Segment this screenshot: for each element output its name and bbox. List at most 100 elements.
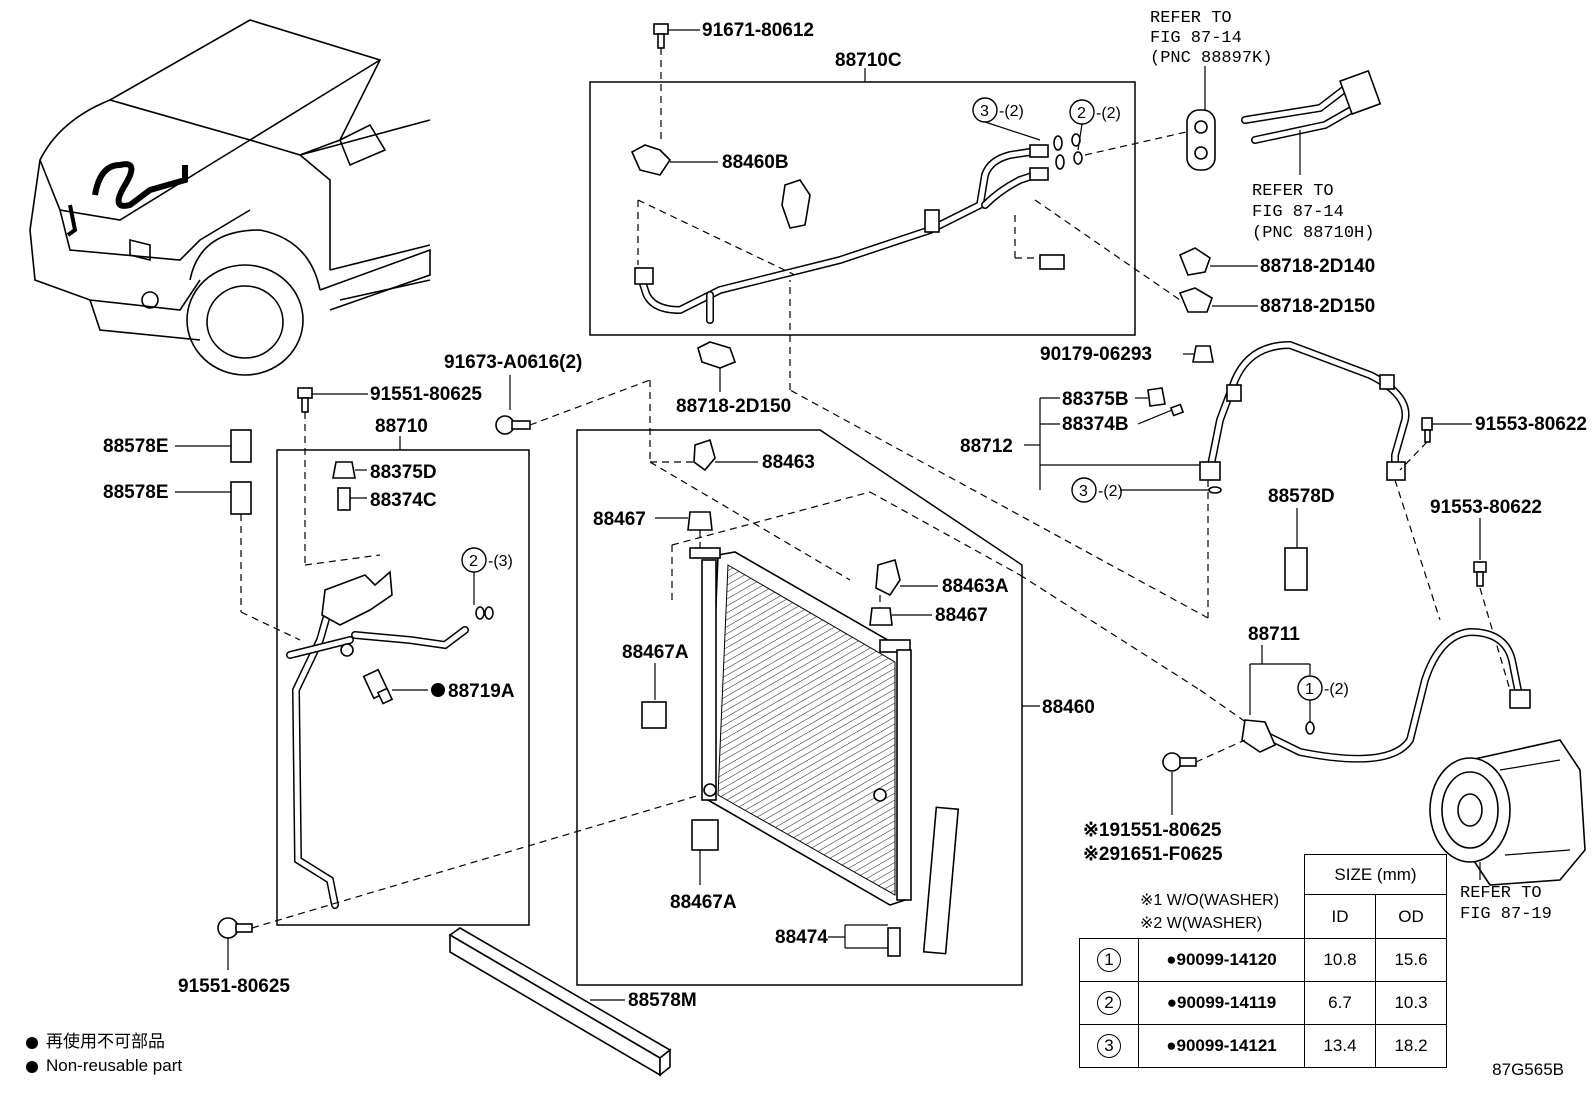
washer-note-2: ※2 W(WASHER)	[1140, 915, 1262, 932]
note-91651-F0625: ※291651-F0625	[1083, 844, 1223, 865]
nut-90179	[1192, 345, 1214, 363]
bracket-88460B	[630, 144, 672, 176]
legend: 再使用不可部品 Non-reusable part	[26, 1030, 182, 1078]
hose-88711	[1251, 627, 1524, 763]
bolt-91551-88711	[1162, 752, 1197, 772]
hose-88710C	[636, 148, 1034, 315]
block-88897K	[1186, 109, 1216, 171]
label-88375B: 88375B	[1062, 389, 1129, 410]
refer-88710H-line3: (PNC 88710H)	[1252, 224, 1374, 243]
label-88718-2D140: 88718-2D140	[1260, 256, 1375, 277]
bolt-91673	[495, 415, 531, 435]
svg-text:2: 2	[1077, 105, 1086, 122]
grommet-88467-mid	[869, 607, 893, 626]
cap-88375B	[1147, 387, 1166, 407]
refer-fig87-19-line1: REFER TO	[1460, 884, 1542, 903]
label-88719A: 88719A	[448, 681, 515, 702]
label-88374C: 88374C	[370, 490, 437, 511]
cap-88375D	[332, 461, 356, 479]
table-ref-circle: 1	[1097, 948, 1121, 972]
qty-circle-3-top: -(2)	[999, 103, 1024, 120]
label-88460: 88460	[1042, 697, 1095, 718]
label-90179-06293: 90179-06293	[1040, 344, 1152, 365]
vehicle-pipe-highlight	[92, 161, 188, 209]
washer-note-1: ※1 W/O(WASHER)	[1140, 892, 1279, 909]
fitting-88710H	[1241, 69, 1382, 144]
label-88711: 88711	[1248, 624, 1300, 645]
label-91553-80622-a: 91553-80622	[1475, 414, 1587, 435]
bolt-91551-top	[297, 387, 313, 413]
bracket-88463	[693, 438, 716, 472]
legend-item-jp: 再使用不可部品	[26, 1030, 182, 1054]
box-88460	[576, 429, 1023, 986]
table-header-id: ID	[1304, 894, 1376, 939]
label-91551-80625-bottom: 91551-80625	[178, 976, 290, 997]
note-91551-80625: ※191551-80625	[1083, 820, 1222, 841]
label-88474: 88474	[775, 927, 828, 948]
seal-88578M	[448, 927, 672, 1077]
label-88463A: 88463A	[942, 576, 1009, 597]
legend-text-en: Non-reusable part	[46, 1056, 183, 1075]
svg-text:2: 2	[469, 553, 478, 570]
label-88718-2D150-right: 88718-2D150	[1260, 296, 1375, 317]
clamp-88718-2D150-right	[1178, 287, 1213, 313]
label-88460B: 88460B	[722, 152, 789, 173]
refer-88710H-line2: FIG 87-14	[1252, 203, 1344, 222]
filter-88474	[887, 927, 901, 957]
clip-88718-inner	[1039, 254, 1065, 270]
valve-88374B	[1169, 403, 1185, 417]
label-88578E-2: 88578E	[103, 482, 169, 503]
refer-88710H-line1: REFER TO	[1252, 182, 1334, 201]
clamp-88718-2D140	[1178, 247, 1211, 276]
label-88374B: 88374B	[1062, 414, 1129, 435]
vehicle-illustration	[29, 19, 431, 376]
label-91553-80622-b: 91553-80622	[1430, 497, 1542, 518]
label-88375D: 88375D	[370, 462, 437, 483]
label-88467-mid: 88467	[935, 605, 988, 626]
refer-88897K-line3: (PNC 88897K)	[1150, 49, 1272, 68]
label-91551-80625-top: 91551-80625	[370, 384, 482, 405]
valve-88374C	[337, 487, 351, 511]
table-id: 10.8	[1304, 938, 1376, 982]
switch-88719A	[362, 668, 394, 705]
table-part-number: ●90099-14119	[1138, 981, 1305, 1025]
table-id: 6.7	[1304, 981, 1376, 1025]
table-id: 13.4	[1304, 1024, 1376, 1068]
qty-circle-2-left: -(3)	[488, 553, 513, 570]
pad-88578E-2	[230, 481, 252, 515]
table-ref-circle: 3	[1097, 1034, 1121, 1058]
clamp-88718-2D150-centre	[697, 341, 737, 369]
table-row: 1 ●90099-14120 10.8 15.6	[1079, 938, 1447, 982]
grommet-88467-top	[687, 511, 713, 531]
refer-88897K-line2: FIG 87-14	[1150, 29, 1242, 48]
label-88467A-bottom: 88467A	[670, 892, 737, 913]
block-88710	[321, 570, 393, 626]
pad-88578E-1	[230, 429, 252, 463]
label-88578D: 88578D	[1268, 486, 1335, 507]
bolt-91551-bottom	[217, 917, 253, 939]
table-od: 15.6	[1375, 938, 1447, 982]
table-header-od: OD	[1375, 894, 1447, 939]
label-91671-80612: 91671-80612	[702, 20, 814, 41]
label-88578E-1: 88578E	[103, 436, 169, 457]
qty-circle-2-top: -(2)	[1096, 105, 1121, 122]
label-88718-2D150-centre: 88718-2D150	[676, 396, 791, 417]
svg-text:1: 1	[1305, 681, 1314, 698]
qty-circle-3-right: -(2)	[1098, 483, 1123, 500]
label-88578M: 88578M	[628, 990, 697, 1011]
qty-circle-1: -(2)	[1324, 681, 1349, 698]
svg-text:3: 3	[980, 103, 989, 120]
figure-code: 87G565B	[1492, 1060, 1564, 1079]
label-88710C: 88710C	[835, 50, 902, 71]
label-88710: 88710	[375, 416, 428, 437]
legend-dot	[26, 1060, 38, 1073]
label-88712: 88712	[960, 436, 1013, 457]
nonreusable-dot-88719A	[431, 683, 445, 697]
refer-fig87-19-line2: FIG 87-19	[1460, 905, 1552, 924]
table-header-size: SIZE (mm)	[1304, 854, 1447, 895]
bolt-91671	[653, 23, 669, 49]
bolt-91553-b	[1473, 561, 1487, 587]
mount-88467A-bottom	[691, 819, 719, 851]
bracket-88463A	[875, 558, 901, 597]
